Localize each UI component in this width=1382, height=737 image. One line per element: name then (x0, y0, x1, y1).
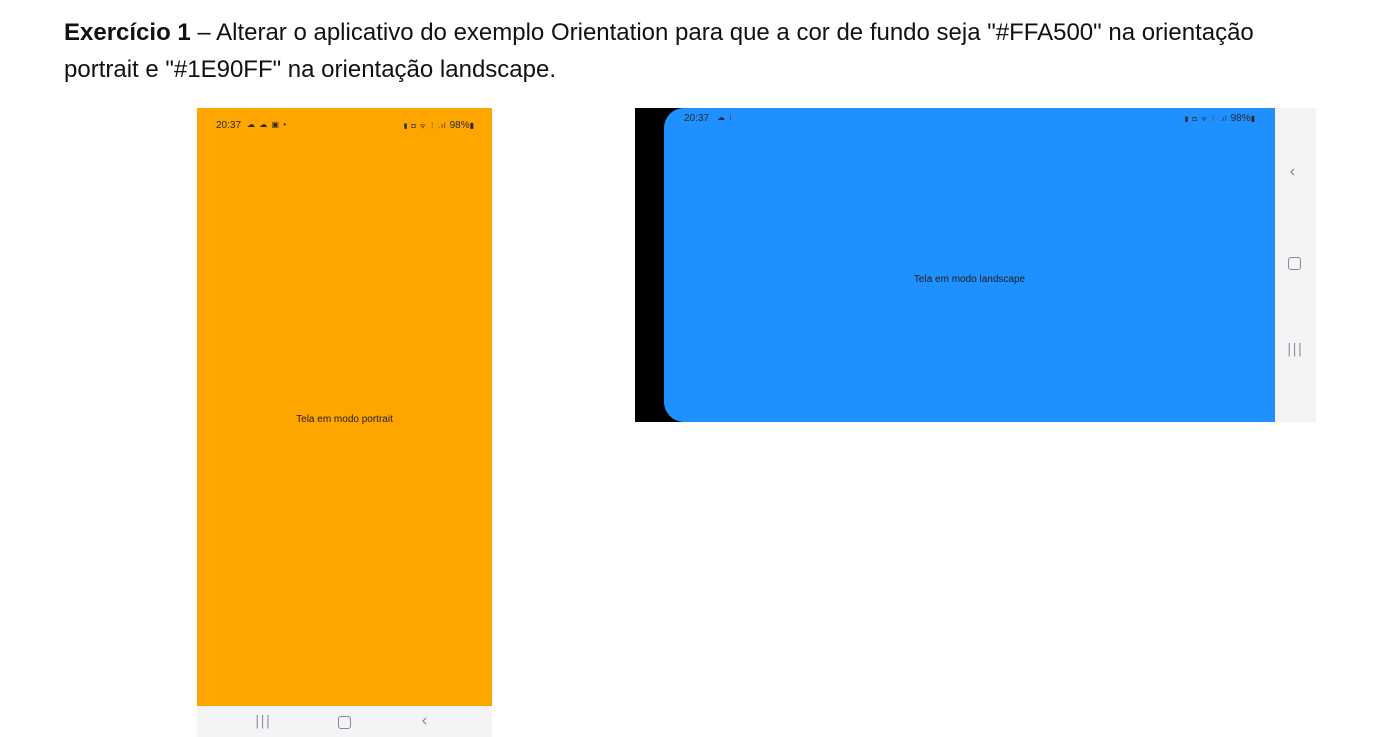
system-status-icons: ▮ ◘ ᯤ ᛙ .ıl (403, 123, 447, 130)
battery-icon: ▮ (1250, 114, 1255, 123)
battery-level: 98% (1230, 113, 1251, 124)
notification-icons: ☁ ⁝ (717, 113, 733, 122)
status-time: 20:37 (216, 120, 242, 131)
exercise-title: Exercício 1 (64, 19, 191, 46)
battery-icon: ▮ (469, 121, 474, 130)
recent-apps-icon[interactable]: ||| (1287, 342, 1304, 357)
battery-level: 98% (449, 120, 470, 131)
notification-icons: ☁ ☁ ▣ • (247, 120, 288, 129)
exercise-statement: Exercício 1 – Alterar o aplicativo do ex… (64, 14, 1334, 88)
navigation-bar: ‹ ||| (1275, 108, 1316, 422)
navigation-bar: ||| ‹ (197, 706, 492, 737)
landscape-label: Tela em modo landscape (913, 274, 1026, 285)
back-icon[interactable]: ‹ (421, 711, 428, 731)
portrait-label: Tela em modo portrait (296, 414, 393, 425)
recent-apps-icon[interactable]: ||| (255, 714, 272, 729)
home-icon[interactable] (338, 716, 351, 729)
system-status-icons: ▮ ◘ ᯤ ᛙ .ıl (1184, 116, 1228, 123)
exercise-text: – Alterar o aplicativo do exemplo Orient… (64, 19, 1254, 83)
home-icon[interactable] (1288, 257, 1301, 270)
back-icon[interactable]: ‹ (1289, 162, 1296, 182)
status-time: 20:37 (684, 113, 710, 124)
